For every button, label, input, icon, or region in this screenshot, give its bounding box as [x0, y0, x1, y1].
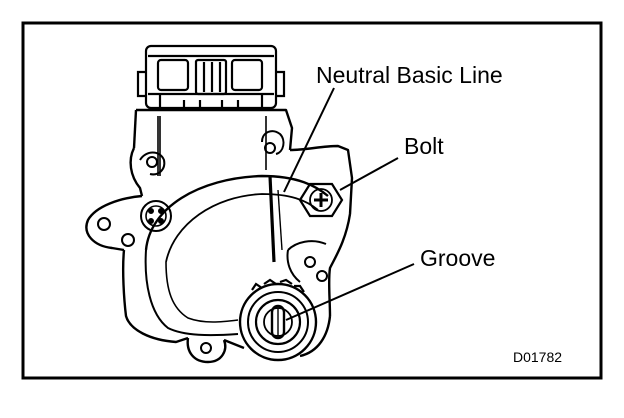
- bolt-icon: [298, 182, 344, 218]
- neutral-basic-line-leader: [283, 87, 335, 193]
- callout-leaders: [283, 87, 415, 321]
- groove-label: Groove: [420, 245, 495, 271]
- bolt-label: Bolt: [404, 133, 444, 159]
- bolt-leader: [339, 157, 399, 191]
- shaft-hub-icon: [238, 278, 318, 362]
- switch-body: [85, 108, 354, 364]
- neutral-basic-line-label: Neutral Basic Line: [316, 62, 503, 88]
- left-pin-cluster-icon: [140, 200, 172, 232]
- mounting-holes: [97, 142, 328, 354]
- groove-leader: [285, 263, 415, 321]
- figure-code-label: D01782: [513, 349, 562, 365]
- neutral-basic-line: [268, 175, 283, 263]
- figure-border: [21, 21, 603, 380]
- connector-block: [136, 44, 286, 110]
